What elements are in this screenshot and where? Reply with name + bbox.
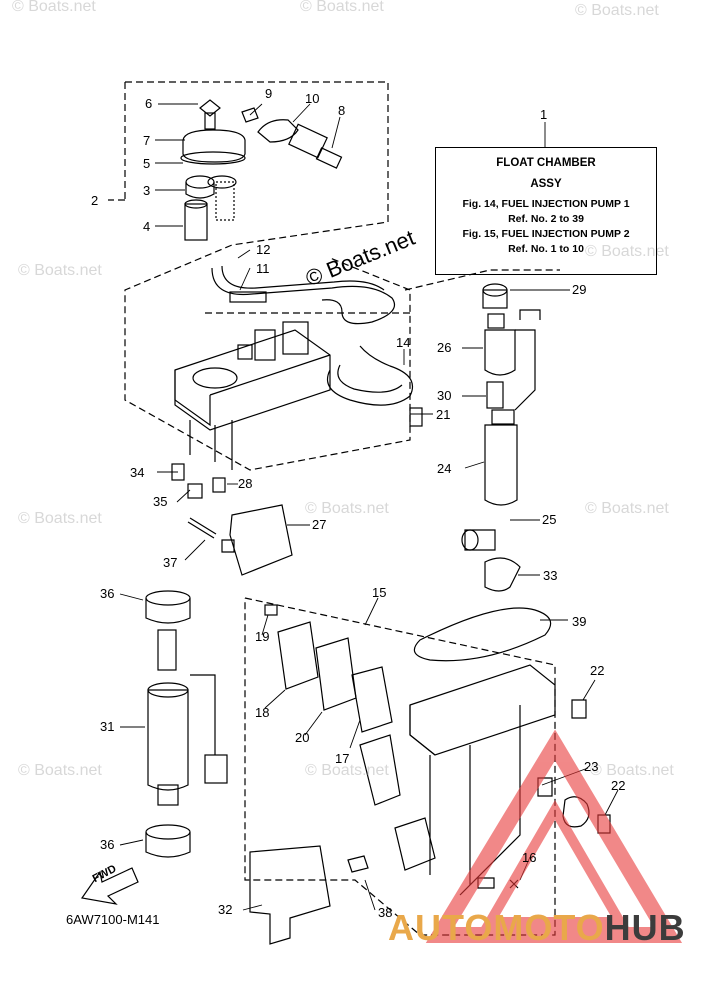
callout: 35 (153, 494, 168, 509)
info-line: ASSY (530, 178, 562, 190)
fwd-arrow-icon (80, 867, 139, 905)
callout: 34 (130, 465, 145, 480)
part-float-body-upper (174, 321, 331, 470)
callout: 1 (540, 107, 548, 122)
part-valve-top (241, 107, 343, 169)
brand-part1: AUTOMOTO (388, 907, 605, 948)
callout: 36 (100, 837, 115, 852)
callout: 38 (378, 905, 393, 920)
watermark: © Boats.net (18, 762, 102, 779)
warning-triangle-icon (425, 729, 683, 943)
callout: 12 (256, 242, 271, 257)
callout: 4 (143, 219, 151, 234)
callout: 24 (437, 461, 452, 476)
brand-part2: HUB (604, 907, 686, 948)
group-boundary-lower (205, 312, 556, 936)
callout: 21 (436, 407, 451, 422)
watermark: © Boats.net (590, 762, 674, 779)
part-gasket (413, 607, 552, 662)
callout: 2 (91, 193, 99, 208)
callout: 19 (255, 629, 270, 644)
part-fuel-pump-right (461, 283, 541, 592)
part-fuel-hoses (211, 265, 414, 406)
callout: 6 (145, 96, 153, 111)
part-cover (187, 504, 293, 576)
callout: 22 (611, 778, 626, 793)
watermark: © Boats.net (300, 0, 384, 15)
watermark: © Boats.net (18, 510, 102, 527)
callout: 20 (295, 730, 310, 745)
callout: 22 (590, 663, 605, 678)
callout: 11 (256, 261, 270, 276)
callout: 25 (542, 512, 557, 527)
callout: 5 (143, 156, 151, 171)
brand-logo: AUTOMOTOHUB (388, 907, 686, 949)
part-lower-plates (264, 604, 393, 733)
watermark: © Boats.net (585, 243, 669, 260)
callout: 14 (396, 335, 411, 350)
callout: 3 (143, 183, 151, 198)
callout: 29 (572, 282, 587, 297)
callout: 36 (100, 586, 115, 601)
callout: 23 (584, 759, 599, 774)
watermark: © Boats.net (305, 762, 389, 779)
info-line: Ref. No. 1 to 10 (508, 243, 584, 255)
info-line: Fig. 15, FUEL INJECTION PUMP 2 (462, 228, 630, 240)
watermark: © Boats.net (305, 500, 389, 517)
watermark: © Boats.net (18, 262, 102, 279)
callout: 39 (572, 614, 587, 629)
part-float-chamber (359, 664, 556, 896)
group-boundary-upper (108, 81, 411, 471)
info-line: FLOAT CHAMBER (496, 157, 596, 169)
callout: 26 (437, 340, 452, 355)
callout: 37 (163, 555, 178, 570)
info-box: FLOAT CHAMBER ASSY Fig. 14, FUEL INJECTI… (435, 147, 657, 275)
callout: 8 (338, 103, 346, 118)
group-boundary-pump (404, 269, 560, 291)
watermark: © Boats.net (585, 500, 669, 517)
callout: 27 (312, 517, 327, 532)
callout: 32 (218, 902, 233, 917)
callout: 18 (255, 705, 270, 720)
callout: 7 (143, 133, 151, 148)
callout: 9 (265, 86, 273, 101)
part-fuel-pump-left (145, 590, 228, 858)
part-cap-stack (180, 99, 246, 241)
callout: 33 (543, 568, 558, 583)
watermark: © Boats.net (12, 0, 96, 15)
part-small-screws (171, 407, 423, 499)
callout: 16 (522, 850, 537, 865)
callout: 31 (100, 719, 115, 734)
diagram-code: 6AW7100-M141 (66, 912, 160, 927)
callout: 10 (305, 91, 320, 106)
leader-lines (119, 103, 619, 911)
info-line: Ref. No. 2 to 39 (508, 213, 584, 225)
part-bracket (249, 845, 369, 945)
callout: 28 (238, 476, 253, 491)
callout: 30 (437, 388, 452, 403)
info-line: Fig. 14, FUEL INJECTION PUMP 1 (462, 198, 630, 210)
callout: 17 (335, 751, 350, 766)
callout: 15 (372, 585, 387, 600)
watermark: © Boats.net (575, 2, 659, 19)
